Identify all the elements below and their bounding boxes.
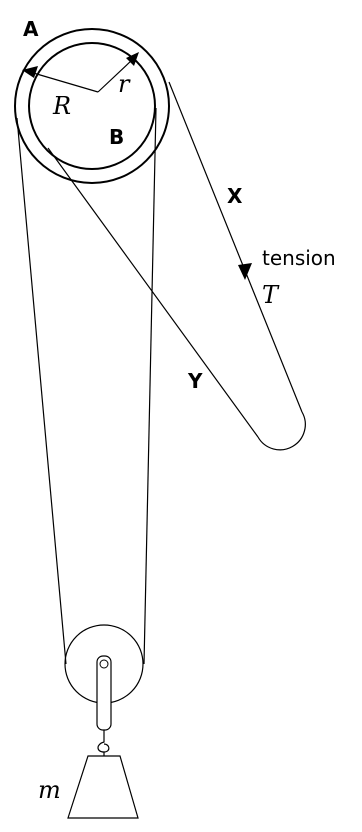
label-tension: tension bbox=[262, 246, 336, 270]
label-y: Y bbox=[187, 369, 203, 393]
label-x: X bbox=[227, 184, 243, 208]
pulley-a-outer-circle bbox=[14, 28, 170, 184]
radius-r-outer-line bbox=[29, 71, 99, 93]
rope-right-inner bbox=[143, 107, 157, 665]
label-m: m bbox=[38, 776, 61, 804]
radius-r-inner-line bbox=[97, 59, 133, 93]
label-a: A bbox=[23, 17, 39, 41]
radius-r-inner-arrowhead bbox=[126, 52, 139, 66]
hook bbox=[97, 730, 110, 753]
rope-loop-bottom bbox=[257, 411, 306, 451]
label-r-outer: R bbox=[52, 92, 71, 120]
rope-x-segment bbox=[168, 81, 303, 413]
label-b: B bbox=[109, 125, 124, 149]
rope-left-outer bbox=[16, 117, 67, 665]
tension-arrowhead bbox=[238, 263, 252, 280]
mass-block bbox=[67, 755, 139, 819]
radius-r-outer-arrowhead bbox=[22, 66, 38, 78]
lower-pulley-axle bbox=[99, 659, 109, 669]
label-t: T bbox=[262, 281, 280, 309]
rope-y-segment bbox=[47, 147, 259, 438]
pulley-b-inner-circle bbox=[28, 42, 156, 170]
label-r-inner: r bbox=[118, 70, 131, 98]
